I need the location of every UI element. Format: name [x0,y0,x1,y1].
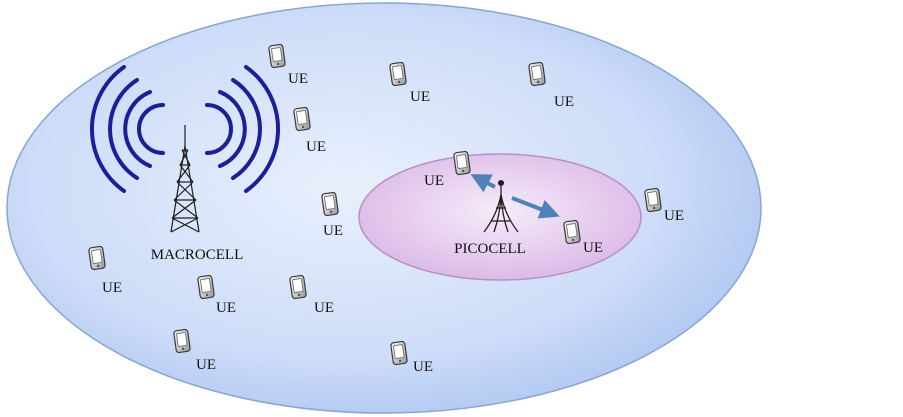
mobile-phone-icon [196,274,216,300]
ue-device: UE [292,106,326,155]
mobile-phone-icon [172,328,192,354]
ue-device: UE [87,245,122,296]
ue-label: UE [323,223,343,239]
ue-device: UE [527,61,574,110]
ue-device: UE [196,274,236,316]
ue-device: UE [267,43,308,87]
ue-device: UE [389,340,433,375]
ue-device: UE [288,274,334,316]
picocell-coverage-area [358,153,642,281]
ue-label: UE [306,139,326,155]
ue-device: UE [643,187,684,224]
ue-label: UE [664,208,684,224]
mobile-phone-icon [452,150,472,176]
pico-tower-icon [483,179,519,233]
ue-label: UE [413,359,433,375]
mobile-phone-icon [267,43,287,69]
ue-label: UE [196,357,216,373]
ue-label: UE [583,240,603,256]
macro-tower-icon [170,125,200,233]
mobile-phone-icon [389,340,409,366]
ue-device: UE [424,150,472,189]
bidirectional-arrow-icon [511,196,560,219]
mobile-phone-icon [320,191,340,217]
mobile-phone-icon [87,245,107,271]
ue-device: UE [320,191,343,239]
mobile-phone-icon [288,274,308,300]
ue-label: UE [410,89,430,105]
mobile-phone-icon [562,219,582,245]
ue-label: UE [216,300,236,316]
macrocell-label: MACROCELL [151,247,244,263]
picocell-label: PICOCELL [454,241,526,257]
ue-label: UE [314,300,334,316]
mobile-phone-icon [643,187,663,213]
ue-device: UE [562,219,603,256]
ue-label: UE [424,173,444,189]
signal-wave-icon [89,65,281,193]
mobile-phone-icon [292,106,312,132]
ue-label: UE [288,71,308,87]
bidirectional-arrow-icon [470,174,496,193]
mobile-phone-icon [388,61,408,87]
ue-label: UE [102,280,122,296]
ue-device: UE [172,328,216,373]
ue-label: UE [554,94,574,110]
ue-device: UE [388,61,430,105]
mobile-phone-icon [527,61,547,87]
